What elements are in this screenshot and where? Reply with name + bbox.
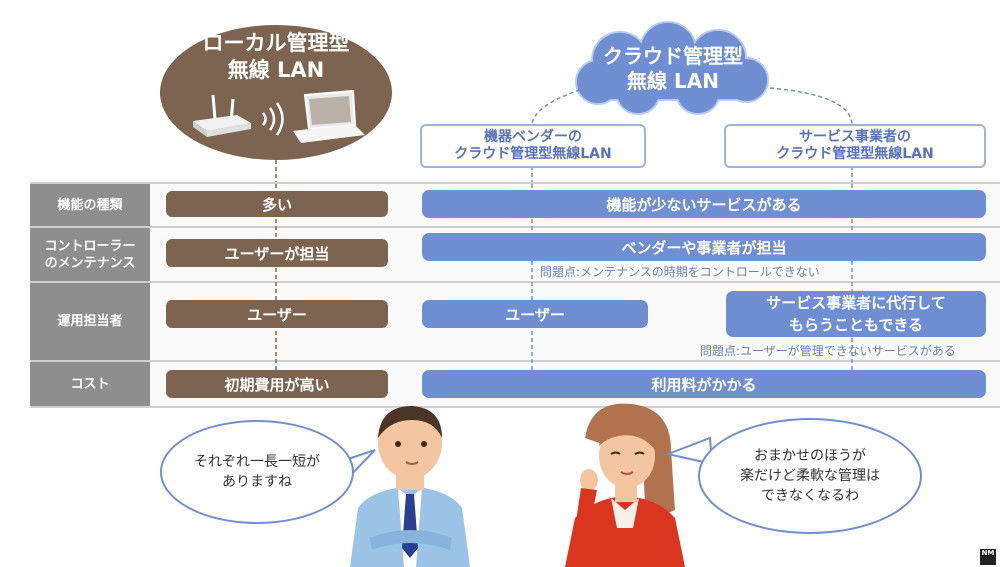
row-label-maintenance: コントローラー のメンテナンス	[30, 228, 150, 281]
vendor-cloud-box: 機器ベンダーの クラウド管理型無線LAN	[420, 124, 646, 168]
cloud-title-line1: クラウド管理型	[603, 44, 743, 68]
vendor-line2: クラウド管理型無線LAN	[454, 146, 612, 162]
local-cost-cell: 初期費用が高い	[166, 370, 388, 398]
service-operator-line1: サービス事業者に代行して	[766, 294, 946, 312]
wireless-devices-illustration	[193, 89, 365, 143]
woman-illustration	[565, 403, 685, 567]
vendor-line1: 機器ベンダーの	[483, 129, 582, 145]
local-operator-cell: ユーザー	[166, 300, 388, 328]
row-label-features: 機能の種類	[57, 197, 123, 213]
row-label-cost: コスト	[70, 376, 110, 392]
woman-speech-line2: 楽だけど柔軟な管理は	[740, 468, 880, 484]
connector-cloud-vendor	[531, 89, 581, 125]
local-title: ローカル管理型 無線 LAN	[160, 30, 392, 84]
man-speech-bubble: それぞれ一長一短が ありますね	[160, 420, 354, 524]
connector-cloud-service	[769, 87, 853, 125]
maintenance-problem-note: 問題点:メンテナンスの時期をコントロールできない	[540, 265, 820, 279]
publisher-logo: NM	[980, 549, 996, 565]
woman-speech-line1: おまかせのほうが	[754, 448, 866, 464]
maintenance-label-line1: コントローラー	[44, 238, 136, 254]
service-line1: サービス事業者の	[798, 129, 911, 145]
row-label-column	[30, 182, 150, 408]
local-title-line2: 無線 LAN	[227, 58, 325, 82]
woman-speech-bubble: おまかせのほうが 楽だけど柔軟な管理は できなくなるわ	[698, 418, 922, 534]
row-label-operator: 運用担当者	[57, 314, 123, 329]
man-speech-line1: それぞれ一長一短が	[194, 454, 320, 470]
vendor-operator-cell: ユーザー	[422, 300, 648, 328]
access-point-icon	[193, 94, 251, 137]
service-cloud-box: サービス事業者の クラウド管理型無線LAN	[724, 124, 986, 168]
cloud-title-line2: 無線 LAN	[627, 69, 719, 93]
man-illustration	[350, 406, 470, 567]
row-divider	[30, 182, 1000, 184]
cloud-maintenance-cell: ベンダーや事業者が担当	[422, 233, 986, 261]
man-speech-line2: ありますね	[222, 474, 292, 490]
local-features-cell: 多い	[166, 191, 388, 217]
maintenance-label-line2: のメンテナンス	[44, 255, 136, 271]
laptop-icon	[293, 89, 365, 143]
local-maintenance-cell: ユーザーが担当	[166, 239, 388, 267]
row-divider	[30, 360, 1000, 362]
row-divider	[30, 226, 1000, 228]
service-operator-line2: もらうこともできる	[788, 316, 924, 334]
service-line2: クラウド管理型無線LAN	[776, 146, 934, 162]
cloud-title: クラウド管理型 無線 LAN	[568, 44, 778, 94]
local-title-line1: ローカル管理型	[202, 31, 350, 55]
operator-problem-note: 問題点:ユーザーが管理できないサービスがある	[700, 344, 956, 358]
cloud-cost-cell: 利用料がかかる	[422, 370, 986, 398]
woman-speech-line3: できなくなるわ	[761, 488, 859, 504]
wifi-signal-icon	[261, 102, 284, 136]
cloud-features-cell: 機能が少ないサービスがある	[422, 190, 986, 218]
row-divider	[30, 281, 1000, 283]
row-divider	[30, 406, 1000, 408]
service-operator-cell: サービス事業者に代行して もらうこともできる	[726, 291, 986, 337]
cloud-shape	[575, 21, 769, 115]
